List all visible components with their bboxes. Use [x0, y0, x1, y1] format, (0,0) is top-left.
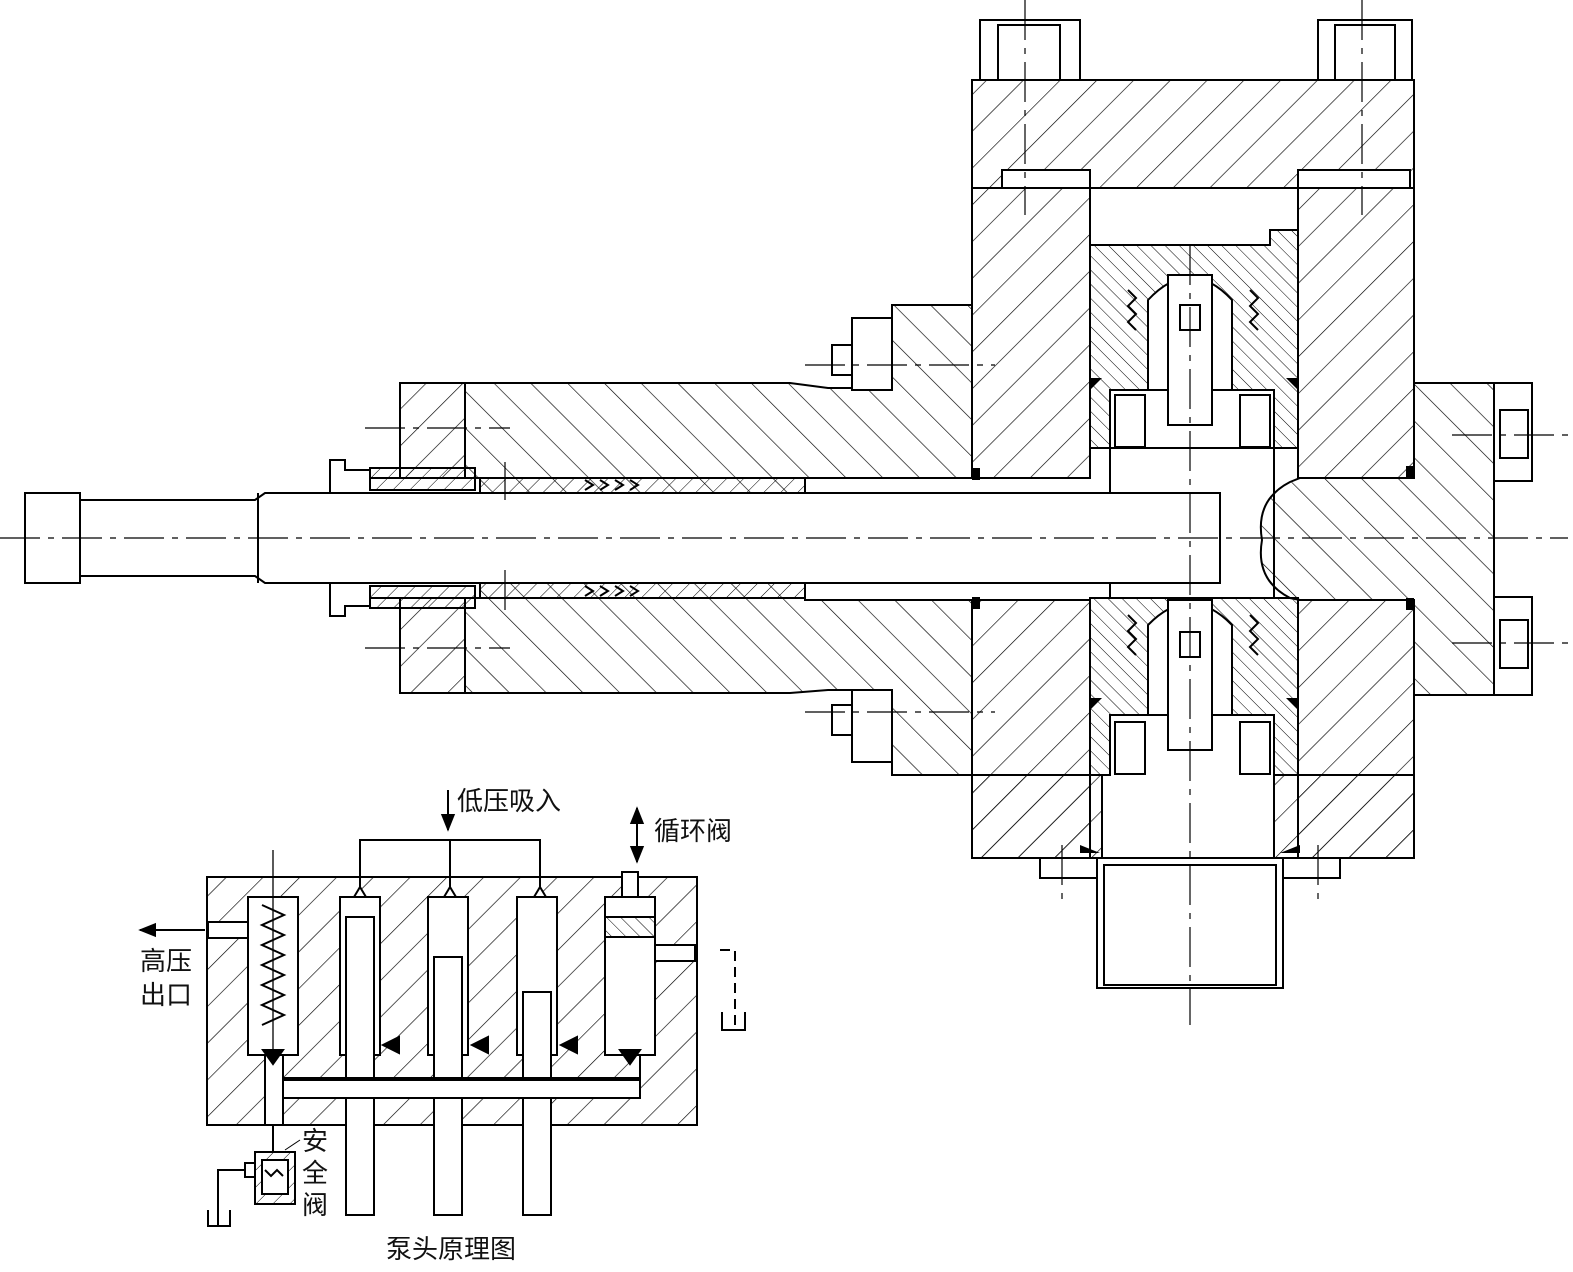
safety-valve-label: 安 全 阀 [301, 1127, 328, 1221]
top-cover [971, 19, 1415, 189]
center-lines [0, 0, 1568, 1025]
packing-gland [329, 382, 806, 694]
lower-valve [1089, 597, 1299, 776]
pump-schematic [138, 790, 746, 1227]
upper-valve [1089, 229, 1299, 449]
schematic-caption: 泵头原理图 [386, 1235, 517, 1265]
end-cap [1259, 382, 1533, 696]
cylinder-body [464, 304, 973, 776]
seals [972, 378, 1414, 853]
suction-label: 低压吸入 [457, 787, 562, 817]
circulation-valve-label: 循环阀 [654, 817, 733, 847]
high-pressure-outlet-label: 高压 出口 [140, 947, 193, 1011]
